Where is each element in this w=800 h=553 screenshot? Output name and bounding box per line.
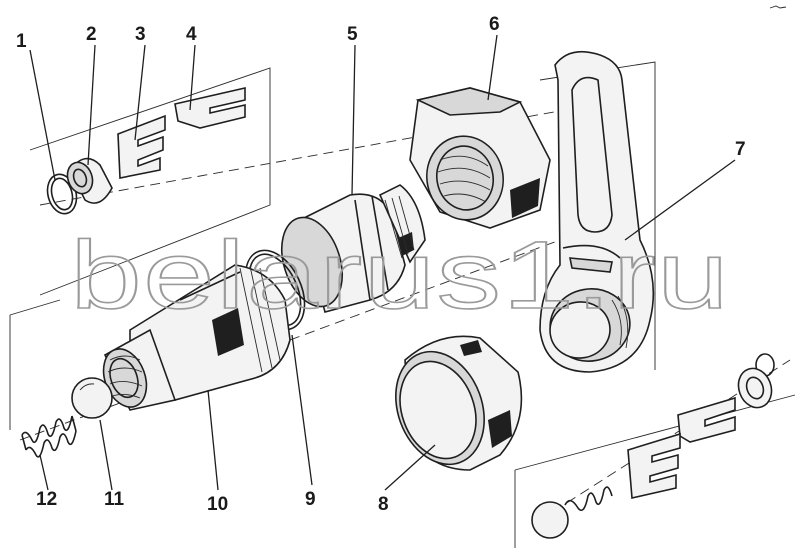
callout-labels: 1 2 3 4 5 6 7 8 9 10 11 12 (16, 14, 746, 515)
callout-10: 10 (207, 494, 228, 515)
callout-5: 5 (347, 24, 358, 45)
callout-4: 4 (186, 24, 197, 45)
corner-mark (769, 5, 787, 9)
part-12-spring (21, 415, 77, 458)
part-10-body (102, 264, 291, 411)
callout-2: 2 (86, 24, 97, 45)
callout-3: 3 (135, 24, 146, 45)
part-5-valve-seat (281, 184, 426, 313)
callout-7: 7 (735, 139, 746, 160)
part-3-lock-plate (117, 114, 166, 179)
part-11-ball (71, 377, 113, 419)
part-4-washer-plate (174, 86, 246, 129)
part-7-bracket (539, 50, 655, 373)
callout-6: 6 (489, 14, 500, 35)
leader-lines (29, 34, 736, 491)
callout-12: 12 (36, 489, 57, 510)
part-2-sleeve (66, 157, 113, 204)
watermark-text: belarus1.ru (70, 222, 730, 329)
secondary-parts-group (531, 353, 775, 539)
callout-9: 9 (305, 489, 316, 510)
callout-8: 8 (378, 494, 389, 515)
callout-11: 11 (104, 489, 125, 510)
callout-1: 1 (16, 31, 27, 52)
part-6-hex-nut (409, 87, 551, 229)
part-8-cap (395, 335, 523, 471)
